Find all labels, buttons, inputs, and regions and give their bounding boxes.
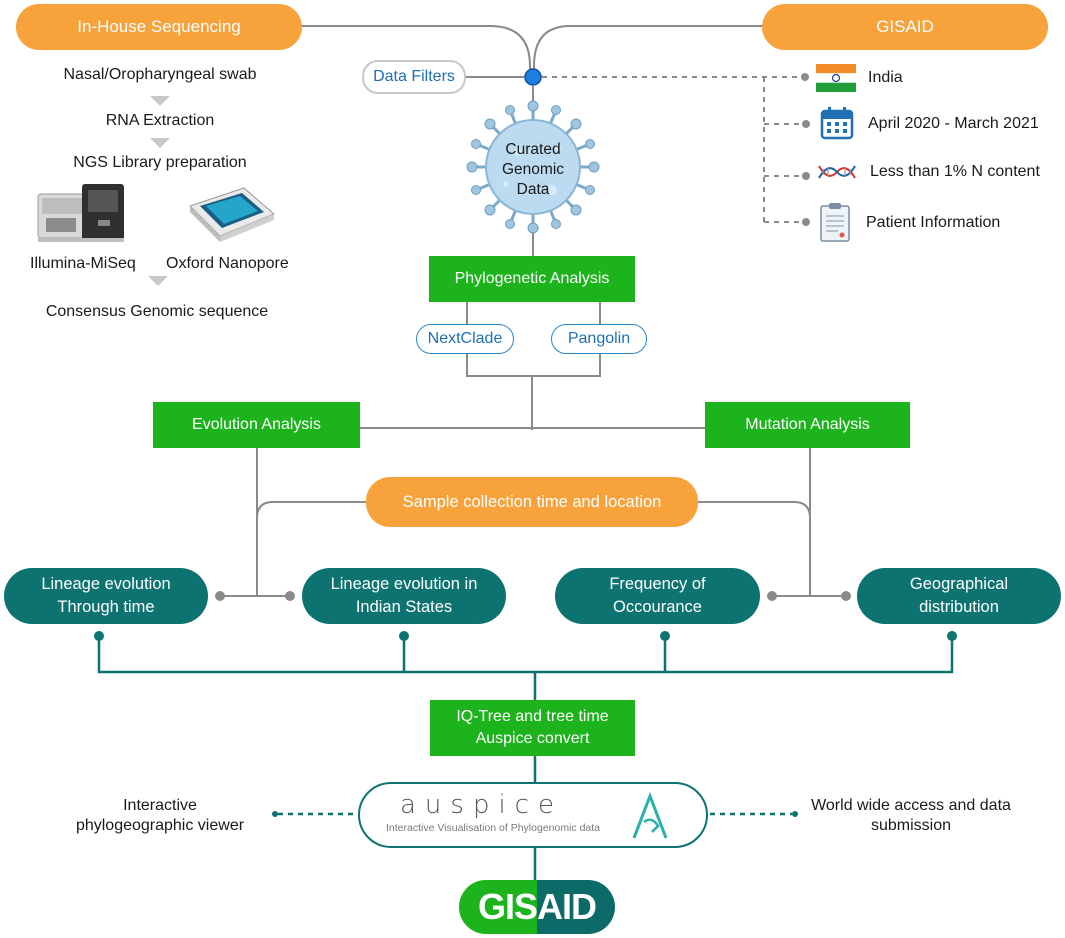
filter-n-content: Less than 1% N content: [870, 163, 1040, 180]
evolution-analysis-box: Evolution Analysis: [153, 402, 360, 448]
dna-icon: [818, 165, 856, 179]
step-rna-extraction: RNA Extraction: [105, 112, 215, 129]
clipboard-icon: [820, 203, 850, 242]
in-house-sequencing-pill: In-House Sequencing: [16, 4, 302, 50]
auspice-a-logo-icon: [632, 792, 668, 839]
virus-icon: [466, 100, 600, 234]
mutation-analysis-box: Mutation Analysis: [705, 402, 910, 448]
label-illumina-miseq: Illumina-MiSeq: [30, 255, 136, 272]
illumina-miseq-machine-icon: [37, 184, 124, 242]
step-swab: Nasal/Oropharyngeal swab: [63, 66, 257, 83]
gisaid-source-pill: GISAID: [762, 4, 1048, 50]
arrow-down-icon: [148, 276, 168, 286]
auspice-viewer-box: auspice Interactive Visualisation of Phy…: [358, 782, 708, 848]
gisaid-logo: GIS AID: [459, 880, 615, 934]
sample-collection-pill: Sample collection time and location: [366, 477, 698, 527]
filter-india: India: [868, 69, 903, 86]
arrow-down-icon: [150, 96, 170, 106]
auspice-subtitle: Interactive Visualisation of Phylogenomi…: [386, 822, 601, 834]
pangolin-pill: Pangolin: [551, 324, 647, 354]
curated-genomic-data-label: Curated Genomic Data: [501, 141, 565, 198]
interactive-viewer-label: Interactive phylogeographic viewer: [75, 797, 245, 834]
nextclade-pill: NextClade: [416, 324, 514, 354]
step-ngs-library: NGS Library preparation: [73, 154, 247, 171]
india-flag-icon: [816, 64, 856, 92]
step-consensus-sequence: Consensus Genomic sequence: [45, 303, 269, 320]
label-oxford-nanopore: Oxford Nanopore: [166, 255, 289, 272]
auspice-logo-text: auspice: [400, 790, 563, 820]
worldwide-access-label: World wide access and data submission: [811, 797, 1011, 834]
calendar-icon: [820, 107, 854, 140]
filter-date-range: April 2020 - March 2021: [868, 115, 1039, 132]
phylogenetic-analysis-box: Phylogenetic Analysis: [429, 256, 635, 302]
arrow-down-icon: [150, 138, 170, 148]
oxford-nanopore-device-icon: [189, 187, 275, 242]
data-filters-pill: Data Filters: [362, 60, 466, 94]
filter-patient-information: Patient Information: [866, 214, 1001, 231]
